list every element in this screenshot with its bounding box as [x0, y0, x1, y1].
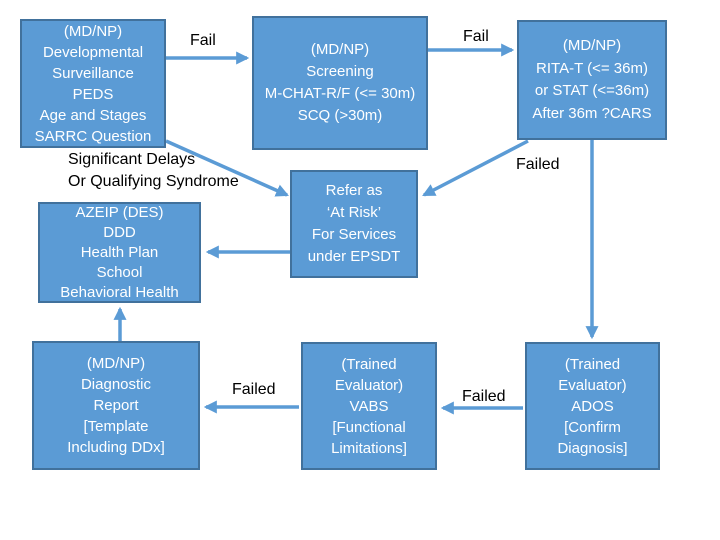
arrow-surveillance-to-refer: [165, 139, 289, 197]
box-diagnostic-report-text: (MD/NP) Diagnostic Report [Template Incl…: [67, 355, 165, 456]
box-developmental-surveillance-text: (MD/NP) Developmental Surveillance PEDS …: [34, 22, 152, 145]
box-azeip-services: AZEIP (DES) DDD Health Plan School Behav…: [38, 202, 201, 303]
box-screening: (MD/NP) Screening M-CHAT-R/F (<= 30m) SC…: [252, 16, 428, 150]
arrow-rita-to-refer: [422, 139, 529, 197]
box-vabs-text: (Trained Evaluator) VABS [Functional Lim…: [331, 355, 407, 457]
box-rita-stat-cars-text: (MD/NP) RITA-T (<= 36m) or STAT (<=36m) …: [532, 37, 652, 122]
box-diagnostic-report: (MD/NP) Diagnostic Report [Template Incl…: [32, 341, 200, 470]
fail-label-screening-to-rita: Fail: [463, 28, 489, 45]
failed-label-vabs-to-diagnostic: Failed: [232, 381, 276, 398]
box-vabs: (Trained Evaluator) VABS [Functional Lim…: [301, 342, 437, 470]
box-refer-at-risk: Refer as ‘At Risk’ For Services under EP…: [290, 170, 418, 278]
box-ados-text: (Trained Evaluator) ADOS [Confirm Diagno…: [557, 355, 628, 457]
box-screening-text: (MD/NP) Screening M-CHAT-R/F (<= 30m) SC…: [264, 41, 416, 124]
qualifying-note: Significant Delays Or Qualifying Syndrom…: [68, 151, 239, 190]
failed-label-ados-to-vabs: Failed: [462, 388, 506, 405]
box-developmental-surveillance: (MD/NP) Developmental Surveillance PEDS …: [20, 19, 166, 148]
failed-label-rita-to-refer: Failed: [516, 156, 560, 173]
box-refer-at-risk-text: Refer as ‘At Risk’ For Services under EP…: [307, 182, 401, 265]
fail-label-surveillance-to-screening: Fail: [190, 32, 216, 49]
box-rita-stat-cars: (MD/NP) RITA-T (<= 36m) or STAT (<=36m) …: [517, 20, 667, 140]
box-ados: (Trained Evaluator) ADOS [Confirm Diagno…: [525, 342, 660, 470]
box-azeip-services-text: AZEIP (DES) DDD Health Plan School Behav…: [60, 203, 179, 301]
